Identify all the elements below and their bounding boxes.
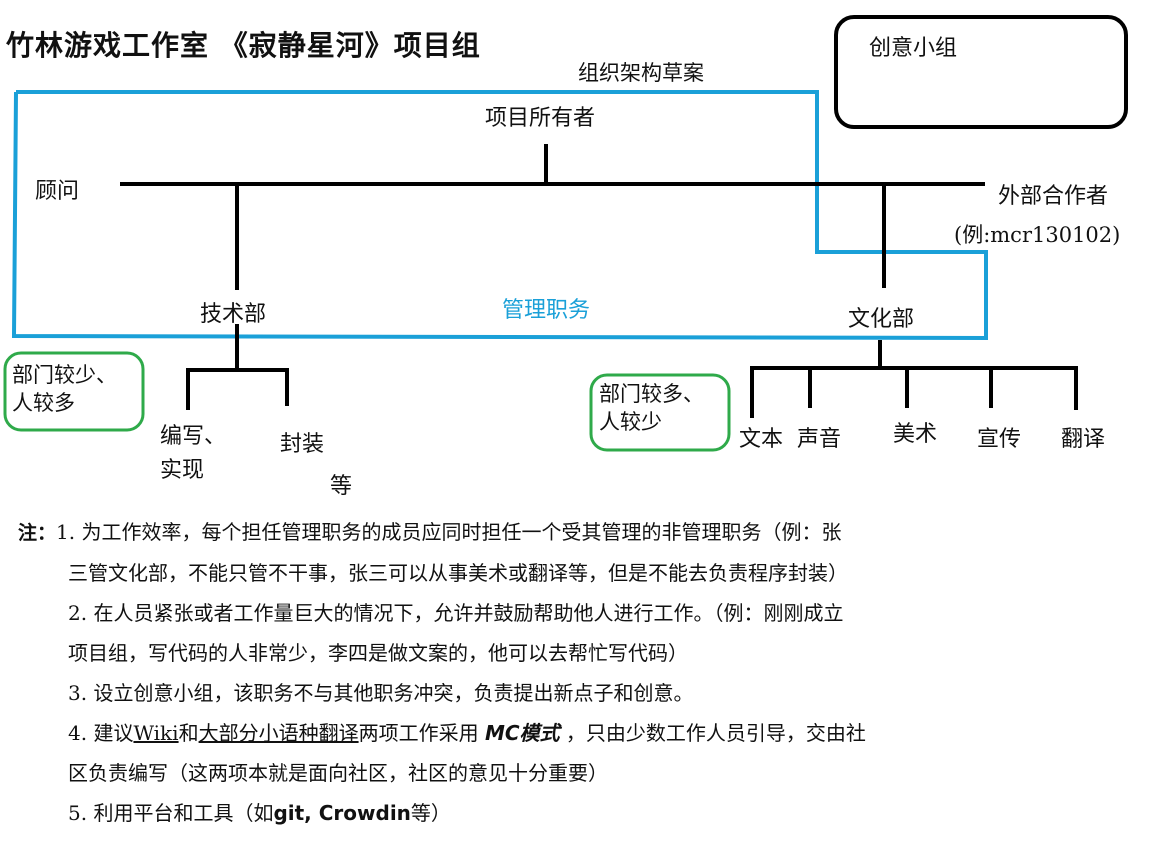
tech-child-write: 编写、 实现 (160, 424, 227, 483)
notes-prefix: 注： (18, 522, 57, 544)
note-5-pre: 5. 利用平台和工具（如 (68, 801, 274, 825)
tech-child-package: 封装 (280, 432, 325, 457)
node-external: 外部合作者 (998, 184, 1109, 209)
note-4-translate: 大部分小语种翻译 (198, 721, 359, 745)
note-2-line-2: 项目组，写代码的人非常少，李四是做文案的，他可以去帮忙写代码） (68, 641, 688, 665)
culture-child-promo: 宣传 (977, 427, 1022, 452)
management-boundary (11, 90, 988, 341)
note-4-mc-mode: MC模式 (484, 721, 560, 745)
note-3: 3. 设立创意小组，该职务不与其他职务冲突，负责提出新点子和创意。 (18, 673, 1138, 713)
note-4: 4. 建议Wiki和大部分小语种翻译两项工作采用 MC模式 ，只由少数工作人员引… (18, 713, 1138, 753)
note-5-tools: git, Crowdin (273, 801, 411, 825)
note-2: 2. 在人员紧张或者工作量巨大的情况下，允许并鼓励帮助他人进行工作。（例：刚刚成… (18, 593, 1138, 633)
note-1-line-2: 三管文化部，不能只管不干事，张三可以从事美术或翻译等，但是不能去负责程序封装） (68, 561, 848, 585)
notes-section: 注：1. 为工作效率，每个担任管理职务的成员应同时担任一个受其管理的非管理职务（… (18, 512, 1138, 833)
side-note-right-box (589, 373, 731, 452)
management-label: 管理职务 (502, 298, 591, 323)
note-1: 注：1. 为工作效率，每个担任管理职务的成员应同时担任一个受其管理的非管理职务（… (18, 512, 1138, 553)
culture-child-art: 美术 (893, 422, 938, 447)
culture-child-text: 文本 (739, 427, 784, 452)
side-note-left-box (3, 351, 145, 432)
note-4-pre: 4. 建议 (68, 721, 134, 745)
note-4-cont: 区负责编写（这两项本就是面向社区，社区的意见十分重要） (18, 753, 1138, 793)
node-external-example: (例:mcr130102) (954, 223, 1121, 247)
culture-child-translate: 翻译 (1061, 427, 1106, 452)
side-note-left: 部门较少、 人较多 (12, 363, 117, 415)
note-4-wiki: Wiki (133, 721, 179, 745)
page-subtitle: 组织架构草案 (578, 61, 704, 85)
node-tech: 技术部 (200, 302, 267, 327)
note-4-mid: 两项工作采用 (358, 721, 485, 745)
note-4-post: ，只由少数工作人员引导，交由社 (559, 721, 866, 745)
creative-group-box (834, 15, 1128, 129)
tech-child-etc: 等 (330, 474, 353, 499)
note-3-line: 3. 设立创意小组，该职务不与其他职务冲突，负责提出新点子和创意。 (68, 681, 694, 705)
node-advisor: 顾问 (35, 179, 80, 204)
creative-group-label: 创意小组 (869, 36, 958, 61)
note-5: 5. 利用平台和工具（如git, Crowdin等） (18, 793, 1138, 833)
node-owner: 项目所有者 (485, 106, 596, 131)
note-2-cont: 项目组，写代码的人非常少，李四是做文案的，他可以去帮忙写代码） (18, 633, 1138, 673)
note-5-post: 等） (410, 801, 451, 825)
note-1-cont: 三管文化部，不能只管不干事，张三可以从事美术或翻译等，但是不能去负责程序封装） (18, 553, 1138, 593)
culture-child-sound: 声音 (797, 427, 842, 452)
note-4-and: 和 (178, 721, 199, 745)
note-1-line-1: 1. 为工作效率，每个担任管理职务的成员应同时担任一个受其管理的非管理职务（例：… (56, 520, 842, 544)
note-2-line-1: 2. 在人员紧张或者工作量巨大的情况下，允许并鼓励帮助他人进行工作。（例：刚刚成… (68, 601, 844, 625)
page-title: 竹林游戏工作室 《寂静星河》项目组 (6, 29, 481, 62)
side-note-right: 部门较多、 人较少 (599, 382, 704, 434)
node-culture: 文化部 (848, 307, 915, 332)
note-4-line-2: 区负责编写（这两项本就是面向社区，社区的意见十分重要） (68, 761, 608, 785)
